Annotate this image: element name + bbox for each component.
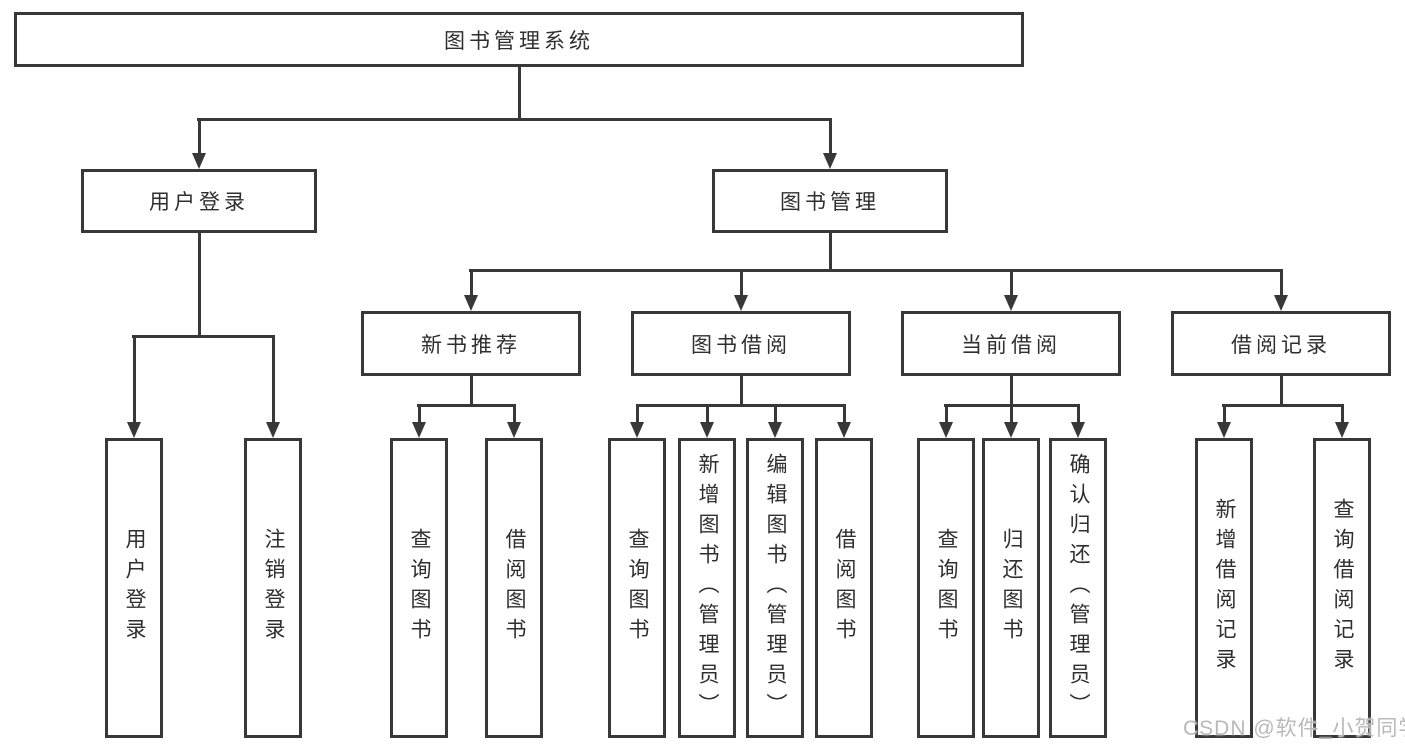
connector-line [1009, 404, 1013, 426]
node-book-management: 图书管理 [712, 169, 948, 233]
connector-line [132, 335, 136, 426]
arrow-down-icon [1071, 422, 1085, 438]
arrow-down-icon [127, 422, 141, 438]
leaf-borrow-books: 借阅图书 [815, 438, 873, 738]
connector-line [517, 67, 521, 121]
leaf-edit-book-admin: 编辑图书（管理员） [746, 438, 804, 738]
connector-line [1340, 404, 1344, 426]
node-new-book-recommendation: 新书推荐 [361, 311, 581, 376]
arrow-down-icon [1217, 422, 1231, 438]
connector-line [469, 376, 473, 407]
arrow-down-icon [837, 422, 851, 438]
connector-line [1009, 376, 1013, 407]
watermark: CSDN @软件_小贺同学 [1183, 717, 1405, 740]
arrow-down-icon [266, 422, 280, 438]
leaf-query-borrow-record: 查询借阅记录 [1313, 438, 1371, 738]
leaf-logout: 注销登录 [244, 438, 302, 738]
connector-line [1076, 404, 1080, 426]
connector-line [417, 404, 421, 426]
connector-line [635, 404, 639, 426]
arrow-down-icon [412, 422, 426, 438]
arrow-down-icon [630, 422, 644, 438]
arrow-down-icon [507, 422, 521, 438]
connector-line [417, 403, 516, 407]
arrow-down-icon [768, 422, 782, 438]
connector-line [197, 117, 832, 121]
connector-line [1009, 269, 1013, 299]
node-current-borrowing: 当前借阅 [901, 311, 1121, 376]
arrow-down-icon [1004, 295, 1018, 311]
connector-line [842, 404, 846, 426]
connector-line [705, 404, 709, 426]
connector-line [1279, 376, 1283, 407]
connector-line [469, 269, 473, 299]
connector-line [512, 404, 516, 426]
arrow-down-icon [1274, 295, 1288, 311]
connector-line [636, 403, 845, 407]
connector-line [271, 335, 275, 426]
connector-line [828, 118, 832, 157]
connector-line [739, 269, 743, 299]
arrow-down-icon [700, 422, 714, 438]
arrow-down-icon [734, 295, 748, 311]
arrow-down-icon [1004, 422, 1018, 438]
leaf-add-book-admin: 新增图书（管理员） [678, 438, 736, 738]
connector-line [944, 404, 948, 426]
connector-line [197, 233, 201, 338]
leaf-query-books-borrow: 查询图书 [608, 438, 666, 738]
arrow-down-icon [939, 422, 953, 438]
connector-line [1222, 404, 1226, 426]
leaf-query-books-recommend: 查询图书 [390, 438, 448, 738]
arrow-down-icon [1335, 422, 1349, 438]
node-library-management-system: 图书管理系统 [14, 12, 1024, 67]
connector-line [828, 233, 832, 272]
node-borrowing-records: 借阅记录 [1171, 311, 1391, 376]
node-user-login: 用户登录 [81, 169, 317, 233]
leaf-add-borrow-record: 新增借阅记录 [1195, 438, 1253, 738]
node-book-borrowing: 图书借阅 [631, 311, 851, 376]
connector-line [132, 334, 275, 338]
connector-line [739, 376, 743, 407]
connector-line [197, 118, 201, 157]
leaf-confirm-return-admin: 确认归还（管理员） [1049, 438, 1107, 738]
connector-line [1279, 269, 1283, 299]
leaf-user-login: 用户登录 [105, 438, 163, 738]
leaf-query-books-current: 查询图书 [917, 438, 975, 738]
arrow-down-icon [823, 153, 837, 169]
connector-line [773, 404, 777, 426]
arrow-down-icon [464, 295, 478, 311]
connector-line [469, 268, 1283, 272]
arrow-down-icon [192, 153, 206, 169]
leaf-return-book: 归还图书 [982, 438, 1040, 738]
leaf-borrow-books-recommend: 借阅图书 [485, 438, 543, 738]
connector-line [1222, 403, 1344, 407]
